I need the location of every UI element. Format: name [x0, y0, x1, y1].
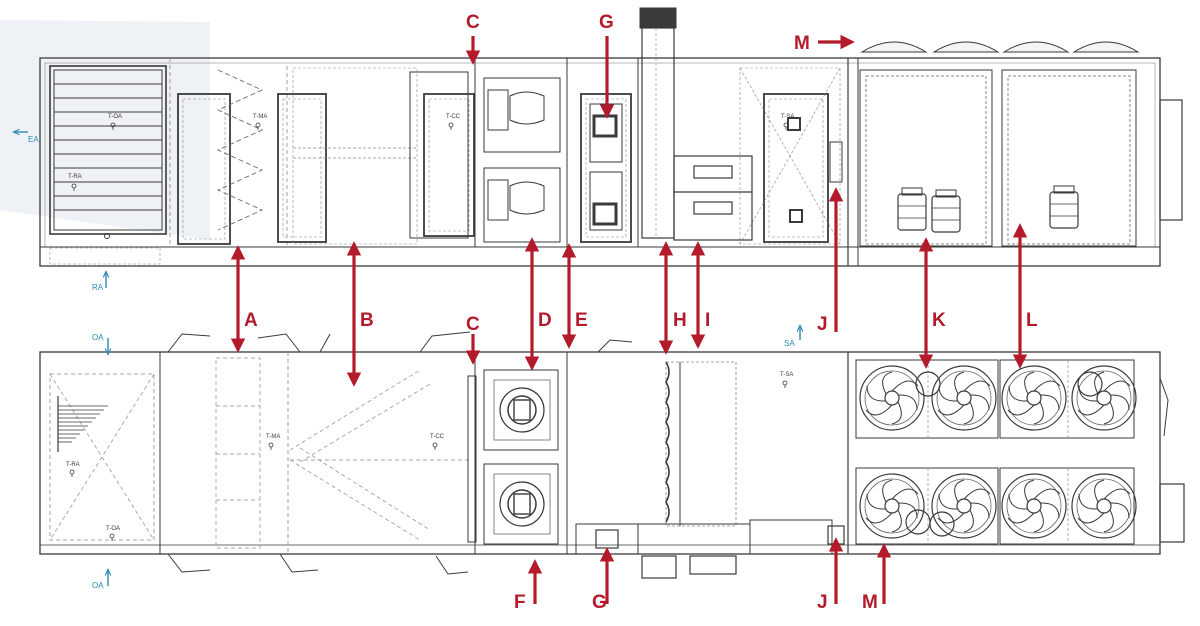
callout-label-h: H [673, 310, 687, 331]
callout-label-a: A [244, 310, 258, 331]
top-condenser-fan-hoods [860, 41, 1140, 53]
top-flue-stack [639, 7, 677, 239]
bottom-outdoor-air-hood [49, 373, 155, 541]
callout-label-c-bottom: C [466, 314, 480, 335]
callout-label-m-top: M [794, 33, 810, 54]
top-control-panels [589, 103, 623, 231]
sensor-tag-top-sa: T-SA [781, 114, 794, 120]
callout-label-l: L [1026, 310, 1038, 331]
airflow-ports [14, 132, 800, 586]
sensor-tag-top-ma: T-MA [253, 114, 267, 120]
bottom-sensor-tags: T-RA T-OA T-MA T-CC T-SA [66, 372, 793, 542]
callout-label-k: K [932, 310, 946, 331]
top-sensor-tags: T-OA T-RA T-MA T-CC T-SA [68, 114, 794, 192]
top-gas-furnace [673, 155, 753, 241]
bottom-unit-plan [39, 331, 1185, 579]
top-unit-elevation [39, 7, 1183, 267]
sensor-tag-bot-oa: T-OA [106, 526, 120, 532]
port-label-ea: EA [28, 135, 39, 144]
port-label-oa-top: OA [92, 333, 104, 342]
sensor-tag-top-ra: T-RA [68, 174, 82, 180]
top-access-doors [177, 93, 829, 245]
top-condenser-bays [859, 69, 1137, 247]
callout-arrows [230, 34, 1028, 604]
port-label-oa-bottom: OA [92, 581, 104, 590]
callout-label-c-top: C [466, 12, 480, 33]
bottom-condenser-fans [855, 359, 1137, 545]
bottom-supply-fans [483, 369, 559, 545]
callout-label-m-bottom: M [862, 592, 878, 613]
sensor-tag-top-cc: T-CC [446, 114, 461, 120]
bottom-heat-exchanger [665, 361, 737, 527]
background-shadow [0, 20, 210, 240]
top-exhaust-louver [49, 65, 167, 239]
top-cooling-coil [409, 71, 469, 239]
top-supply-fans [483, 77, 561, 243]
callout-label-i: I [705, 310, 710, 331]
sensor-tag-top-oa: T-OA [108, 114, 122, 120]
callout-label-g-top: G [599, 12, 614, 33]
port-label-sa: SA [784, 339, 795, 348]
sensor-tag-bot-ma: T-MA [266, 434, 280, 440]
top-filter-bank [216, 69, 264, 231]
sensor-tag-bot-cc: T-CC [430, 434, 445, 440]
callout-label-d: D [538, 310, 552, 331]
callout-label-g-bottom: G [592, 592, 607, 613]
callout-label-b: B [360, 310, 374, 331]
callout-label-e: E [575, 310, 588, 331]
port-label-ra: RA [92, 283, 104, 292]
sensor-tag-bot-ra: T-RA [66, 462, 80, 468]
sensor-tag-bot-sa: T-SA [780, 372, 793, 378]
callout-label-f: F [514, 592, 526, 613]
callout-label-j-bottom: J [817, 592, 828, 613]
callout-label-j-mid: J [817, 314, 828, 335]
bottom-door-swings [167, 331, 1169, 575]
